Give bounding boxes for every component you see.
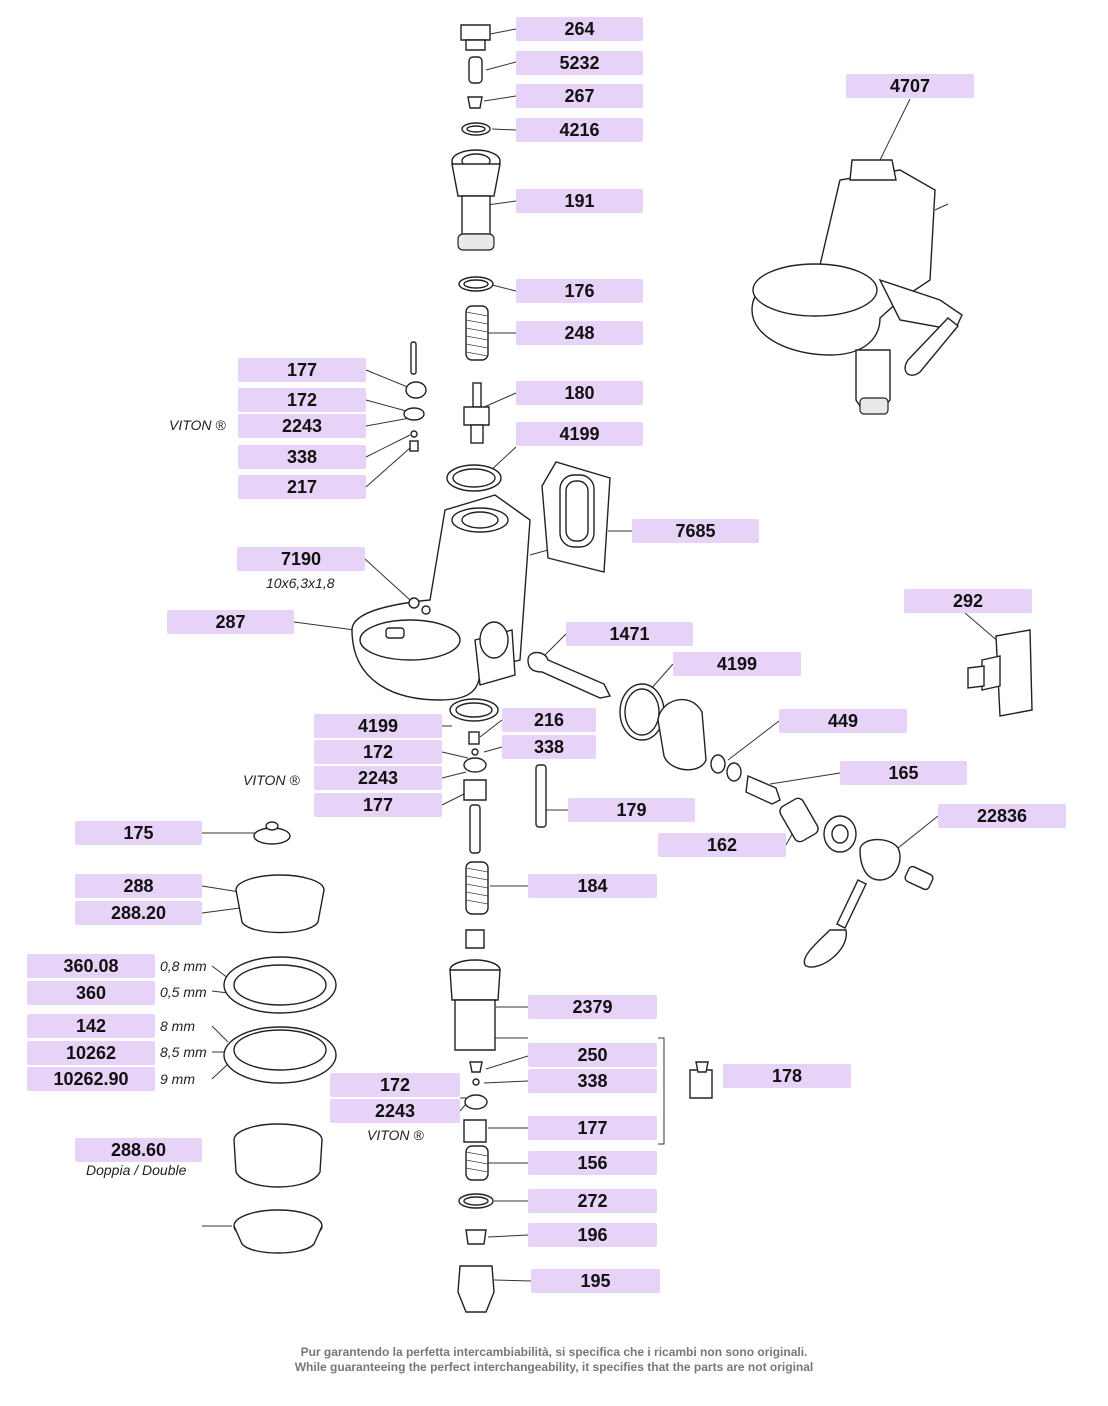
label-177-middle: 177 [314,793,442,817]
label-288-60: 288.60 [75,1138,202,1162]
label-177-lower: 177 [528,1116,657,1140]
label-22836: 22836 [938,804,1066,828]
label-360-08: 360.08 [27,954,155,978]
label-176: 176 [516,279,643,303]
label-180: 180 [516,381,643,405]
label-172-lower: 172 [330,1073,460,1097]
assembled-group [751,159,963,415]
valve-bottom-stack [449,698,547,1313]
label-156: 156 [528,1151,657,1175]
label-4707: 4707 [846,74,974,98]
label-5232: 5232 [516,51,643,75]
label-10262: 10262 [27,1041,155,1065]
label-172-upper: 172 [238,388,366,412]
viton-note-middle: VITON ® [243,772,300,788]
disclaimer-english: While guaranteeing the perfect interchan… [294,1360,814,1374]
label-338-middle: 338 [502,735,596,759]
label-267: 267 [516,84,643,108]
thickness-note-85: 8,5 mm [160,1044,207,1060]
label-142: 142 [27,1014,155,1038]
label-4199-middle: 4199 [314,714,442,738]
label-217: 217 [238,475,366,499]
label-162: 162 [658,833,786,857]
viton-note-lower: VITON ® [367,1127,424,1143]
label-360: 360 [27,981,155,1005]
valve-top-stack [446,24,502,492]
label-272: 272 [528,1189,657,1213]
label-175: 175 [75,821,202,845]
group-body [351,494,549,701]
label-264: 264 [516,17,643,41]
gasket-plate [541,461,611,573]
label-216: 216 [502,708,596,732]
label-288-20: 288.20 [75,901,202,925]
label-2243-upper: 2243 [238,414,366,438]
label-287: 287 [167,610,294,634]
label-1471: 1471 [566,622,693,646]
shower-plate [253,821,291,845]
leader-lines [201,28,1001,1282]
viton-note-upper: VITON ® [169,417,226,433]
disclaimer-italian: Pur garantendo la perfetta intercambiabi… [300,1345,808,1359]
label-2243-middle: 2243 [314,766,442,790]
label-338-lower: 338 [528,1069,657,1093]
label-179: 179 [568,798,695,822]
thickness-note-05: 0,5 mm [160,984,207,1000]
thickness-note-8: 8 mm [160,1018,195,1034]
label-288: 288 [75,874,202,898]
label-248: 248 [516,321,643,345]
label-250: 250 [528,1043,657,1067]
label-7190: 7190 [237,547,365,571]
switch-part [967,629,1033,717]
label-178: 178 [723,1064,851,1088]
left-small-parts [403,341,427,452]
label-7685: 7685 [632,519,759,543]
label-4216: 4216 [516,118,643,142]
thickness-note-08: 0,8 mm [160,958,207,974]
label-292: 292 [904,589,1032,613]
label-177-upper: 177 [238,358,366,382]
filters-and-gaskets [223,874,337,1254]
label-2379: 2379 [528,995,657,1019]
lever-parts [527,651,934,968]
label-10262-90: 10262.90 [27,1067,155,1091]
label-172-middle: 172 [314,740,442,764]
double-basket-note: Doppia / Double [86,1162,187,1178]
label-449: 449 [779,709,907,733]
label-196: 196 [528,1223,657,1247]
label-338-upper: 338 [238,445,366,469]
label-4199-lever: 4199 [673,652,801,676]
part-178 [689,1061,713,1099]
size-note-7190: 10x6,3x1,8 [266,575,335,591]
thickness-note-9: 9 mm [160,1071,195,1087]
label-191: 191 [516,189,643,213]
label-184: 184 [528,874,657,898]
label-195: 195 [531,1269,660,1293]
label-165: 165 [840,761,967,785]
label-4199-top: 4199 [516,422,643,446]
label-2243-lower: 2243 [330,1099,460,1123]
